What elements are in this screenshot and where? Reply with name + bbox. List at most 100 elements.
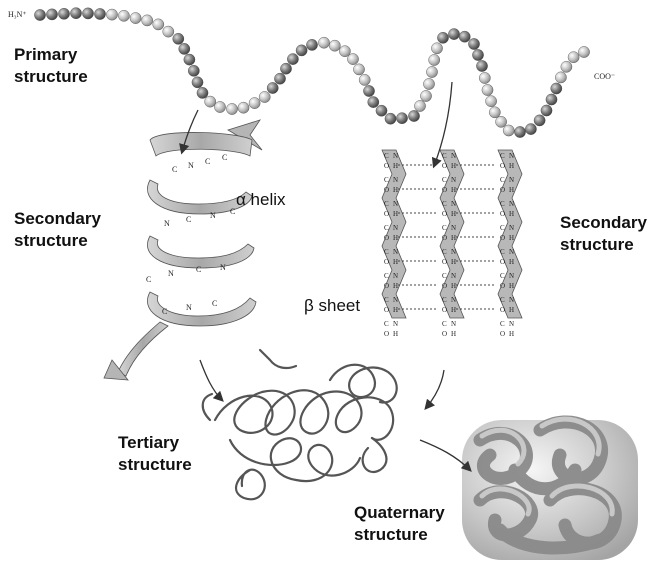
amino-acid-bead xyxy=(514,126,525,137)
amino-acid-bead xyxy=(486,96,497,107)
atom-glyph: C xyxy=(500,200,505,208)
tertiary-structure xyxy=(203,350,397,499)
atom-glyph: H xyxy=(509,186,514,194)
amino-acid-bead xyxy=(482,84,493,95)
atom-glyph: O xyxy=(442,234,447,242)
amino-acid-bead xyxy=(541,105,552,116)
amino-acid-bead xyxy=(329,40,340,51)
secondary-structure-right-line1: Secondary xyxy=(560,212,647,234)
amino-acid-bead xyxy=(318,37,329,48)
amino-acid-bead xyxy=(205,96,216,107)
amino-acid-bead xyxy=(130,13,141,24)
svg-text:N: N xyxy=(186,303,192,312)
amino-acid-bead xyxy=(578,46,589,57)
atom-glyph: H xyxy=(509,234,514,242)
alpha-helix-label: α helix xyxy=(236,190,286,210)
svg-text:C: C xyxy=(212,299,217,308)
svg-text:C: C xyxy=(162,307,167,316)
amino-acid-bead xyxy=(551,83,562,94)
amino-acid-bead xyxy=(347,54,358,65)
svg-text:C: C xyxy=(146,275,151,284)
atom-glyph: N xyxy=(451,152,456,160)
atom-glyph: N xyxy=(509,296,514,304)
atom-glyph: H xyxy=(509,330,514,338)
amino-acid-bead xyxy=(459,31,470,42)
atom-glyph: C xyxy=(442,248,447,256)
amino-acid-bead xyxy=(197,87,208,98)
svg-text:N: N xyxy=(168,269,174,278)
atom-glyph: O xyxy=(500,162,505,170)
atom-glyph: C xyxy=(384,320,389,328)
amino-acid-bead xyxy=(249,98,260,109)
atom-glyph: O xyxy=(384,186,389,194)
atom-glyph: O xyxy=(442,162,447,170)
amino-acid-bead xyxy=(363,85,374,96)
amino-acid-bead xyxy=(359,74,370,85)
primary-chain xyxy=(34,8,589,138)
tertiary-structure-label-line1: Tertiary xyxy=(118,432,192,454)
svg-text:C: C xyxy=(186,215,191,224)
amino-acid-bead xyxy=(153,19,164,30)
svg-text:N: N xyxy=(164,219,170,228)
atom-glyph: O xyxy=(442,210,447,218)
tertiary-structure-label-line2: structure xyxy=(118,454,192,476)
amino-acid-bead xyxy=(503,125,514,136)
amino-acid-bead xyxy=(259,91,270,102)
atom-glyph: C xyxy=(500,272,505,280)
amino-acid-bead xyxy=(163,26,174,37)
atom-glyph: O xyxy=(500,330,505,338)
atom-glyph: C xyxy=(384,224,389,232)
atom-glyph: N xyxy=(393,200,398,208)
amino-acid-bead xyxy=(385,113,396,124)
atom-glyph: O xyxy=(384,306,389,314)
atom-glyph: N xyxy=(451,176,456,184)
amino-acid-bead xyxy=(70,8,81,19)
atom-glyph: N xyxy=(451,272,456,280)
atom-glyph: H xyxy=(451,282,456,290)
primary-structure-label-line1: Primary xyxy=(14,44,88,66)
amino-acid-bead xyxy=(479,72,490,83)
atom-glyph: N xyxy=(451,200,456,208)
amino-acid-bead xyxy=(214,101,225,112)
atom-glyph: H xyxy=(509,282,514,290)
atom-glyph: N xyxy=(393,248,398,256)
amino-acid-bead xyxy=(142,15,153,26)
atom-glyph: C xyxy=(384,296,389,304)
atom-glyph: O xyxy=(500,258,505,266)
amino-acid-bead xyxy=(82,8,93,19)
atom-glyph: N xyxy=(509,152,514,160)
atom-glyph: H xyxy=(451,234,456,242)
amino-acid-bead xyxy=(396,113,407,124)
atom-glyph: O xyxy=(384,234,389,242)
atom-glyph: C xyxy=(442,224,447,232)
amino-acid-bead xyxy=(561,61,572,72)
atom-glyph: N xyxy=(509,272,514,280)
atom-glyph: N xyxy=(393,224,398,232)
atom-glyph: C xyxy=(442,272,447,280)
primary-structure-label: Primary structure xyxy=(14,44,88,88)
quaternary-structure-label-line2: structure xyxy=(354,524,445,546)
secondary-structure-right-line2: structure xyxy=(560,234,647,256)
amino-acid-bead xyxy=(376,105,387,116)
quaternary-structure-label-line1: Quaternary xyxy=(354,502,445,524)
atom-glyph: N xyxy=(451,320,456,328)
amino-acid-bead xyxy=(188,65,199,76)
amino-acid-bead xyxy=(426,66,437,77)
secondary-structure-label-right: Secondary structure xyxy=(560,212,647,256)
amino-acid-bead xyxy=(94,8,105,19)
atom-glyph: N xyxy=(509,320,514,328)
atom-glyph: N xyxy=(451,248,456,256)
secondary-structure-left-line1: Secondary xyxy=(14,208,101,230)
atom-glyph: C xyxy=(500,248,505,256)
amino-acid-bead xyxy=(118,10,129,21)
atom-glyph: H xyxy=(509,258,514,266)
amino-acid-bead xyxy=(468,38,479,49)
atom-glyph: C xyxy=(384,248,389,256)
atom-glyph: H xyxy=(451,210,456,218)
beta-sheet: CNOHCNOHCNOHCNOHCNOHCNOHCNOHCNOHCNOHCNOH… xyxy=(382,150,522,338)
atom-glyph: C xyxy=(384,176,389,184)
svg-text:N: N xyxy=(210,211,216,220)
amino-acid-bead xyxy=(274,73,285,84)
amino-acid-bead xyxy=(496,116,507,127)
amino-acid-bead xyxy=(414,100,425,111)
